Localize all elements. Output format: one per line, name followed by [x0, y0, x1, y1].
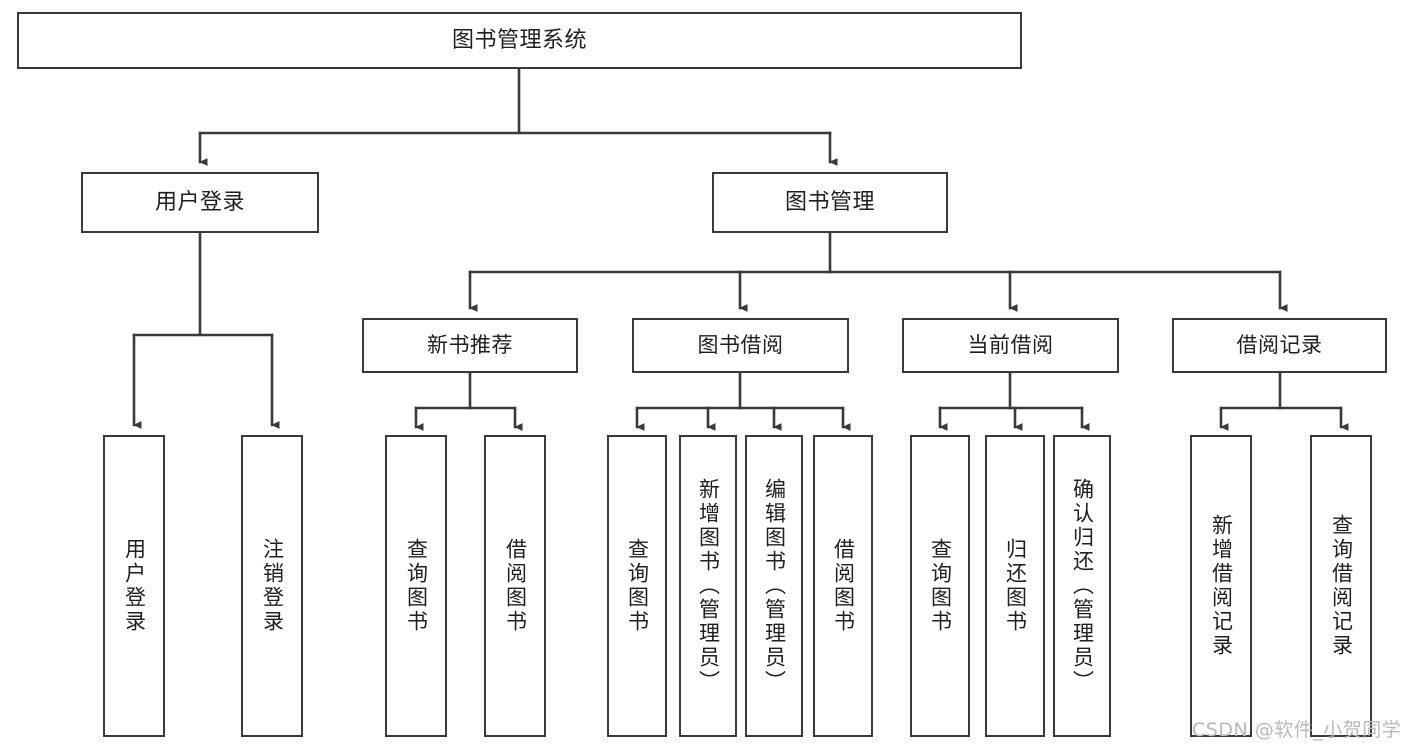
leaf-label-add-book-admin: 新增图书（管理员） — [696, 478, 721, 694]
leaf-label-query-book-borrow: 查询图书 — [625, 538, 650, 634]
node-borrow-records[interactable]: 借阅记录 — [1172, 318, 1387, 373]
node-label-current-borrow: 当前借阅 — [967, 333, 1054, 358]
leaf-add-borrow-record[interactable]: 新增借阅记录 — [1190, 435, 1252, 737]
node-label-book-borrow: 图书借阅 — [697, 333, 784, 358]
leaf-label-user-login: 用户登录 — [122, 538, 147, 634]
connector-group-book-borrow — [635, 371, 851, 431]
node-root-system[interactable]: 图书管理系统 — [17, 12, 1022, 69]
leaf-label-query-book-current: 查询图书 — [928, 538, 953, 634]
connector-group-root — [198, 67, 838, 166]
connector-group-user-login — [132, 231, 280, 429]
node-new-book-recommend[interactable]: 新书推荐 — [362, 318, 578, 373]
connector-group-current-borrow — [938, 371, 1090, 431]
leaf-label-borrow-book-recommend: 借阅图书 — [503, 538, 528, 634]
connector-group-book-management — [468, 231, 1288, 312]
leaf-confirm-return-admin[interactable]: 确认归还（管理员） — [1053, 435, 1111, 737]
leaf-label-query-book-recommend: 查询图书 — [404, 538, 429, 634]
leaf-edit-book-admin[interactable]: 编辑图书（管理员） — [745, 435, 803, 737]
leaf-label-return-book: 归还图书 — [1003, 538, 1028, 634]
node-label-user-login: 用户登录 — [154, 189, 245, 215]
leaf-label-query-borrow-record: 查询借阅记录 — [1329, 514, 1354, 658]
node-book-management[interactable]: 图书管理 — [712, 172, 948, 233]
leaf-return-book[interactable]: 归还图书 — [985, 435, 1045, 737]
leaf-query-book-borrow[interactable]: 查询图书 — [607, 435, 667, 737]
leaf-query-borrow-record[interactable]: 查询借阅记录 — [1310, 435, 1372, 737]
node-user-login[interactable]: 用户登录 — [81, 172, 319, 233]
node-label-book-management: 图书管理 — [784, 189, 875, 215]
leaf-query-book-recommend[interactable]: 查询图书 — [385, 435, 447, 737]
leaf-add-book-admin[interactable]: 新增图书（管理员） — [679, 435, 737, 737]
node-label-new-book-recommend: 新书推荐 — [427, 333, 513, 358]
leaf-query-book-current[interactable]: 查询图书 — [910, 435, 970, 737]
node-label-borrow-records: 借阅记录 — [1236, 333, 1323, 358]
node-current-borrow[interactable]: 当前借阅 — [902, 318, 1119, 373]
leaf-label-confirm-return-admin: 确认归还（管理员） — [1070, 478, 1095, 694]
leaf-user-login[interactable]: 用户登录 — [103, 435, 165, 737]
connector-group-borrow-records — [1219, 371, 1349, 431]
leaf-label-edit-book-admin: 编辑图书（管理员） — [762, 478, 787, 694]
csdn-watermark: CSDN @软件_小贺同学 — [1192, 719, 1402, 741]
leaf-label-logout: 注销登录 — [260, 538, 285, 634]
leaf-logout[interactable]: 注销登录 — [241, 435, 303, 737]
leaf-borrow-book-recommend[interactable]: 借阅图书 — [484, 435, 546, 737]
connector-group-new-book-recommend — [414, 371, 523, 431]
leaf-label-add-borrow-record: 新增借阅记录 — [1209, 514, 1234, 658]
leaf-label-borrow-book: 借阅图书 — [831, 538, 856, 634]
node-label-root-system: 图书管理系统 — [451, 27, 587, 53]
leaf-borrow-book[interactable]: 借阅图书 — [813, 435, 873, 737]
node-book-borrow[interactable]: 图书借阅 — [632, 318, 849, 373]
